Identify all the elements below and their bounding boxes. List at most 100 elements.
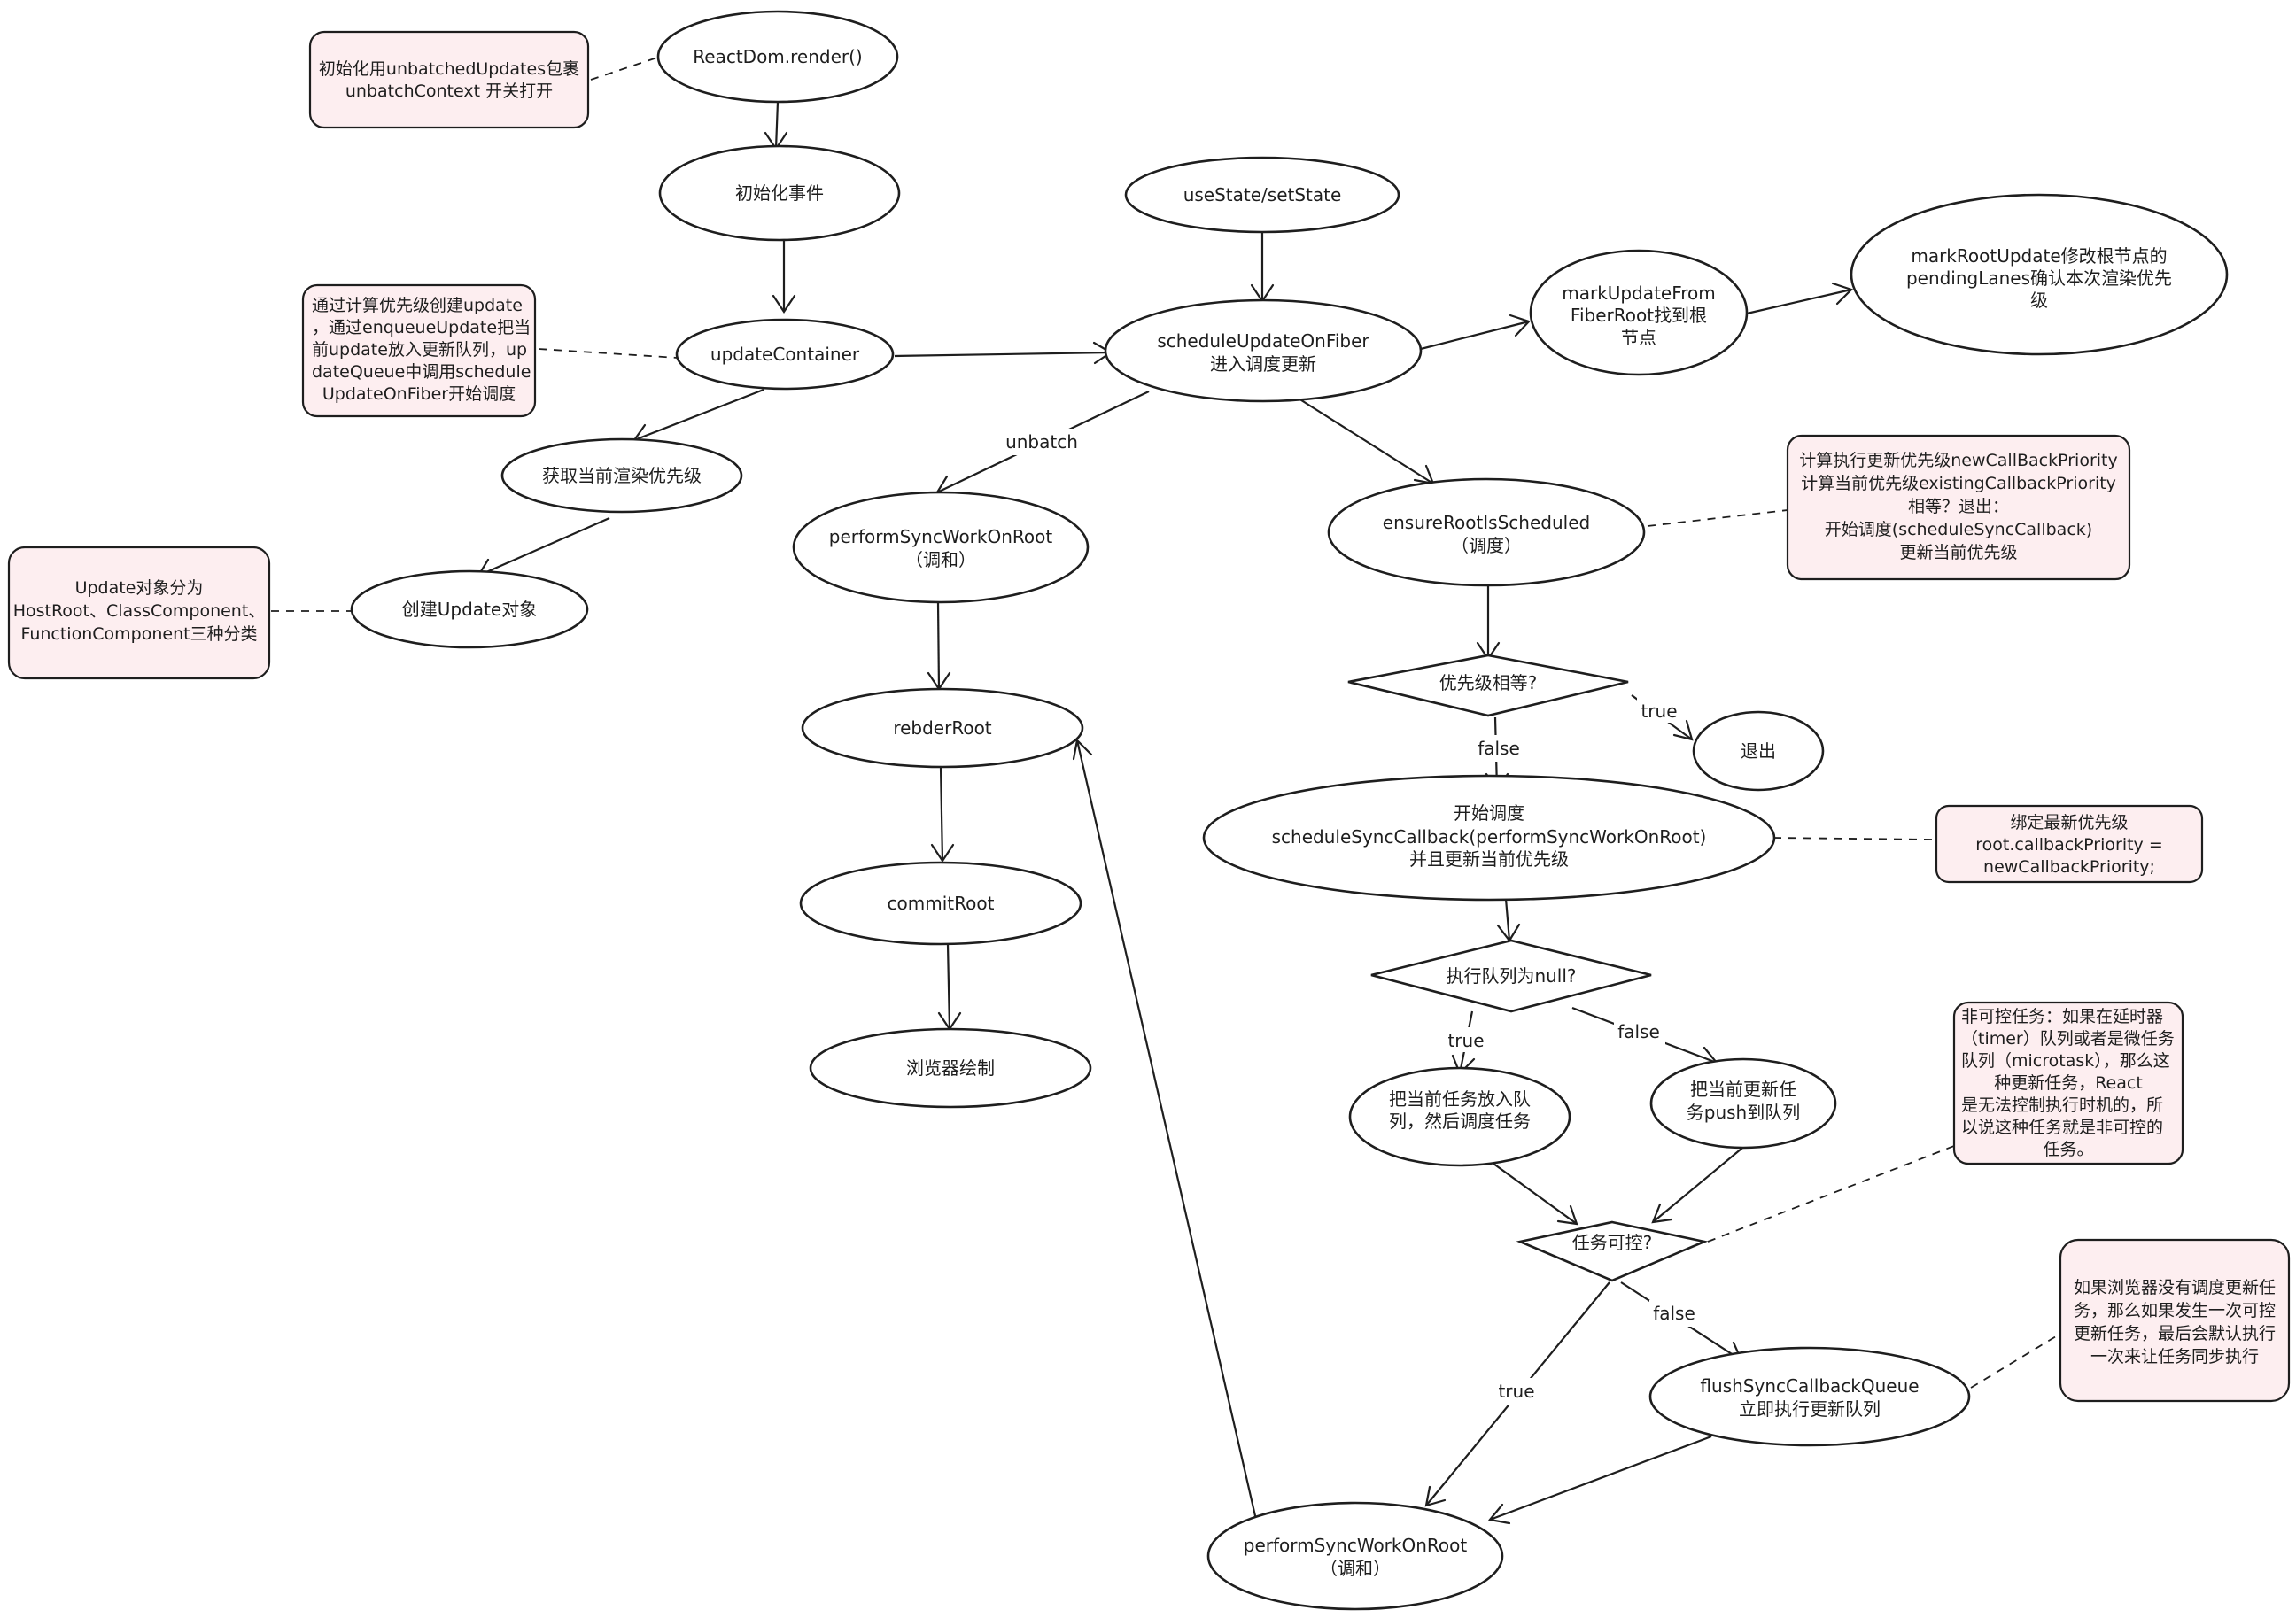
- edge-label-priority-false: false: [1478, 738, 1520, 759]
- edge-priority-to-createupdate: [477, 516, 610, 577]
- arrowhead: [930, 843, 955, 863]
- note-uncontrollable-line-6: 以说这种任务就是非可控的: [1961, 1118, 2163, 1137]
- node-flush-label-1: flushSyncCallbackQueue: [1700, 1375, 1919, 1397]
- edge-label-priority-true: true: [1641, 701, 1677, 722]
- node-flush-sync-callback-queue: flushSyncCallbackQueue 立即执行更新队列: [1648, 1346, 1971, 1447]
- edge-markupdate-to-markroot: [1746, 288, 1852, 315]
- arrowhead: [772, 294, 796, 314]
- node-schedule-sync-callback: 开始调度 scheduleSyncCallback(performSyncWor…: [1202, 774, 1776, 902]
- node-perform1-label-1: performSyncWorkOnRoot: [829, 526, 1053, 547]
- note-update-container-line-1: 通过计算优先级创建update: [312, 296, 523, 315]
- note-update-types-line-2: HostRoot、ClassComponent、: [13, 601, 266, 621]
- note-browser-default-line-1: 如果浏览器没有调度更新任: [2074, 1278, 2276, 1297]
- edge-render-to-commit: [939, 766, 944, 862]
- note-callback-priority: 计算执行更新优先级newCallBackPriority 计算当前优先级exis…: [1786, 434, 2131, 581]
- node-schedule-sync-label-3: 并且更新当前优先级: [1409, 848, 1569, 870]
- note-bind-priority: 绑定最新优先级 root.callbackPriority = newCallb…: [1935, 804, 2204, 884]
- node-schedule-sync-label-2: scheduleSyncCallback(performSyncWorkOnRo…: [1272, 826, 1707, 848]
- note-bind-priority-line-3: newCallbackPriority;: [1983, 857, 2155, 877]
- edge-render-to-init: [774, 101, 780, 150]
- node-push-and-schedule: 把当前任务放入队 列，然后调度任务: [1348, 1066, 1571, 1167]
- node-render-root-label: rebderRoot: [893, 717, 991, 739]
- node-init-event-label: 初始化事件: [735, 182, 824, 204]
- note-uncontrollable-line-5: 是无法控制执行时机的，所: [1961, 1095, 2163, 1115]
- node-use-state-label: useState/setState: [1183, 184, 1342, 205]
- node-ensure-root-is-scheduled: ensureRootIsScheduled （调度）: [1327, 477, 1646, 587]
- node-task-controllable-label: 任务可控?: [1572, 1232, 1653, 1253]
- notes: 初始化用unbatchedUpdates包裹 unbatchContext 开关…: [7, 30, 2291, 1403]
- edge-label-queue-false: false: [1617, 1021, 1660, 1042]
- edges: [477, 101, 1854, 1525]
- node-update-container-label: updateContainer: [710, 344, 860, 365]
- node-flush-label-2: 立即执行更新队列: [1739, 1398, 1881, 1420]
- node-get-render-priority-label: 获取当前渲染优先级: [542, 465, 702, 486]
- arrowhead: [1424, 1485, 1447, 1507]
- note-bind-priority-line-2: root.callbackPriority =: [1975, 835, 2163, 855]
- note-uncontrollable-line-2: （timer）队列或者是微任务: [1961, 1029, 2175, 1049]
- node-priority-equal: 优先级相等?: [1347, 654, 1629, 717]
- edge-perform2-to-render: [1075, 739, 1258, 1521]
- note-update-types-line-3: FunctionComponent三种分类: [20, 624, 257, 644]
- edge-schedule-to-ensure: [1298, 398, 1434, 484]
- note-browser-default: 如果浏览器没有调度更新任 务，那么如果发生一次可控 更新任务，最后会默认执行 一…: [2059, 1238, 2291, 1403]
- note-browser-default-line-3: 更新任务，最后会默认执行: [2074, 1324, 2276, 1343]
- node-perform2-label-2: （调和）: [1320, 1558, 1391, 1579]
- note-update-container-line-5: UpdateOnFiber开始调度: [322, 384, 516, 404]
- edge-pushschedule-to-controllable: [1483, 1156, 1578, 1225]
- note-callback-priority-line-5: 更新当前优先级: [1899, 543, 2017, 562]
- node-mark-root-update-label-3: 级: [2030, 290, 2048, 311]
- node-push-to-queue-label-2: 务push到队列: [1687, 1102, 1800, 1123]
- note-connector-callbackpriority: [1647, 509, 1788, 527]
- node-perform-sync-work-on-root-1: performSyncWorkOnRoot （调和）: [792, 491, 1090, 604]
- node-exit-label: 退出: [1741, 740, 1776, 762]
- node-push-to-queue-label-1: 把当前更新任: [1690, 1079, 1796, 1100]
- edge-schedule-to-markupdate: [1416, 320, 1530, 352]
- note-update-container: 通过计算优先级创建update ，通过enqueueUpdate把当 前upda…: [301, 283, 537, 418]
- node-schedule-update-on-fiber-label-1: scheduleUpdateOnFiber: [1157, 330, 1369, 352]
- edge-updatecontainer-to-schedule: [894, 351, 1112, 358]
- node-push-and-schedule-label-2: 列，然后调度任务: [1389, 1111, 1531, 1132]
- note-callback-priority-line-4: 开始调度(scheduleSyncCallback): [1825, 520, 2092, 539]
- note-uncontrollable: 非可控任务：如果在延时器 （timer）队列或者是微任务 队列（microtas…: [1952, 1001, 2184, 1165]
- note-connectors: [271, 56, 2061, 1389]
- note-unbatched: 初始化用unbatchedUpdates包裹 unbatchContext 开关…: [308, 30, 590, 129]
- node-get-render-priority: 获取当前渲染优先级: [500, 437, 743, 514]
- note-connector-browserdefault: [1970, 1333, 2061, 1389]
- note-bind-priority-line-1: 绑定最新优先级: [2010, 813, 2128, 832]
- note-uncontrollable-line-1: 非可控任务：如果在延时器: [1961, 1007, 2163, 1026]
- node-create-update-label: 创建Update对象: [402, 599, 537, 620]
- note-callback-priority-line-2: 计算当前优先级existingCallbackPriority: [1801, 474, 2116, 493]
- arrowhead: [1072, 738, 1093, 761]
- note-update-types-line-1: Update对象分为: [75, 578, 204, 598]
- node-mark-update-label-2: FiberRoot找到根: [1571, 305, 1707, 326]
- arrowhead: [1831, 282, 1854, 306]
- node-mark-update-label-1: markUpdateFrom: [1562, 283, 1716, 304]
- edge-pushqueue-to-controllable: [1652, 1143, 1748, 1223]
- edge-label-controllable-true: true: [1498, 1381, 1534, 1402]
- note-connector-updatecontainer: [538, 348, 679, 359]
- node-ensure-label-1: ensureRootIsScheduled: [1383, 512, 1590, 533]
- arrowhead: [1556, 1204, 1578, 1226]
- note-callback-priority-line-3: 相等？退出：: [1908, 497, 2009, 516]
- node-ensure-label-2: （调度）: [1451, 535, 1522, 556]
- note-unbatched-line-1: 初始化用unbatchedUpdates包裹: [319, 59, 579, 79]
- arrowhead: [1672, 719, 1694, 741]
- node-create-update: 创建Update对象: [350, 569, 589, 649]
- note-callback-priority-line-1: 计算执行更新优先级newCallBackPriority: [1799, 451, 2118, 470]
- node-react-dom-render: ReactDom.render(): [656, 10, 899, 104]
- edge-perform-to-render: [936, 601, 941, 690]
- edge-schedulesync-to-queuenull: [1504, 898, 1511, 941]
- edge-label-unbatch: unbatch: [1005, 431, 1078, 453]
- node-react-dom-render-label: ReactDom.render(): [693, 46, 862, 67]
- node-perform2-label-1: performSyncWorkOnRoot: [1244, 1535, 1468, 1556]
- note-connector-unbatched: [590, 56, 661, 81]
- nodes: ReactDom.render() 初始化事件 updateContainer …: [350, 10, 2229, 1611]
- node-schedule-update-on-fiber: scheduleUpdateOnFiber 进入调度更新: [1104, 298, 1423, 403]
- note-uncontrollable-line-3: 队列（microtask），那么这: [1961, 1051, 2170, 1071]
- node-task-controllable: 任务可控?: [1516, 1220, 1709, 1282]
- note-uncontrollable-line-7: 任务。: [2043, 1140, 2093, 1159]
- node-init-event: 初始化事件: [658, 144, 901, 242]
- note-connector-bindpriority: [1772, 837, 1935, 840]
